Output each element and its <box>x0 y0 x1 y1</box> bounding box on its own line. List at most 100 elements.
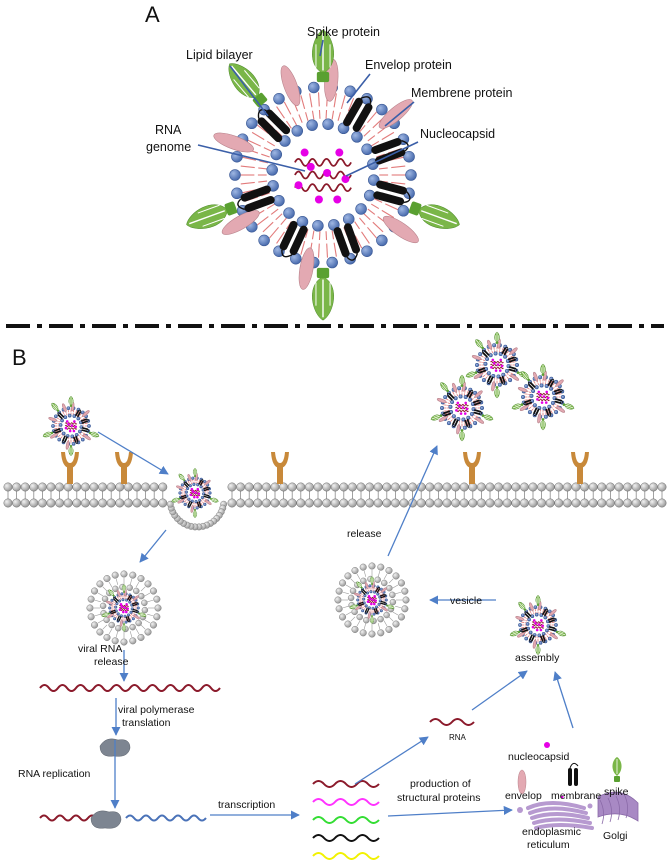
nucleocapsid <box>306 162 315 171</box>
host-receptors <box>61 452 589 484</box>
transcription-label: transcription <box>218 799 275 811</box>
nucleocapsid <box>335 148 344 157</box>
transcript-strand <box>312 852 380 860</box>
envelop-protein-label: Envelop protein <box>365 58 452 72</box>
envelop-protein <box>221 210 260 235</box>
lipid-head <box>361 245 373 257</box>
membrane-protein-icon <box>568 762 579 786</box>
production-label-line1: production of <box>410 778 471 790</box>
rna-strands <box>39 684 475 860</box>
rna-genome <box>294 170 352 180</box>
nucleocapsid <box>341 175 350 184</box>
lipid-head <box>246 117 258 130</box>
virion <box>511 363 575 431</box>
membrane-protein <box>257 109 291 143</box>
spike-protein <box>186 201 238 229</box>
virion <box>430 374 494 442</box>
membrane-protein <box>237 185 275 213</box>
small-virions <box>42 331 575 655</box>
nucleocapsid-dot <box>544 742 550 748</box>
virion <box>101 584 147 632</box>
envelop-protein <box>378 99 413 129</box>
receptor-icon <box>271 452 289 484</box>
lipid-head <box>258 234 270 247</box>
vesicle-label: vesicle <box>450 595 482 607</box>
transcript-strand <box>312 780 380 788</box>
host-cell-membrane <box>3 482 667 531</box>
nucleocapsid <box>300 148 309 157</box>
panel-a-leader-lines <box>197 39 419 177</box>
rna-genome <box>294 157 352 167</box>
lipid-head <box>273 93 285 105</box>
receptor-icon <box>115 452 133 484</box>
lipid-head <box>376 234 388 247</box>
envelop-small-label: envelop <box>505 790 542 802</box>
process-arrows <box>97 431 574 820</box>
spike-protein-label: Spike protein <box>307 25 380 39</box>
membrane-protein-label: Membrene protein <box>411 86 512 100</box>
nucleocapsid-small-label: nucleocapsid <box>508 751 569 763</box>
rna-genome-label-line1: RNA <box>155 123 182 137</box>
rna-genome-label-line2: genome <box>146 140 191 154</box>
receptor-icon <box>463 452 481 484</box>
membrane-protein <box>343 96 373 132</box>
endosome-entry <box>86 570 162 646</box>
lipid-head <box>403 150 415 163</box>
lipid-head <box>397 205 410 217</box>
lipid-head <box>376 103 388 116</box>
lipid-head <box>231 187 243 200</box>
virion <box>186 29 460 321</box>
vesicle-exit <box>334 562 410 638</box>
spike-small-label: spike <box>604 786 629 798</box>
replication-strand-blue <box>125 814 207 822</box>
lipid-head <box>326 256 338 269</box>
golgi-icon <box>597 791 639 825</box>
receptor-icon <box>61 452 79 484</box>
virion <box>509 595 567 655</box>
receptor-icon <box>571 452 589 484</box>
lipid-head <box>405 169 417 181</box>
envelop-protein-icon <box>517 769 527 795</box>
spike-protein <box>312 267 334 321</box>
lipid-head <box>229 169 241 181</box>
envelop-protein <box>213 132 254 153</box>
rna-replication-label: RNA replication <box>18 768 91 780</box>
transcript-strand <box>312 798 380 806</box>
virion <box>171 467 219 519</box>
panel-b-letter: B <box>12 345 27 370</box>
nucleocapsid <box>333 195 342 204</box>
envelop-protein <box>280 65 301 106</box>
panel-a-letter: A <box>145 2 160 27</box>
transcript-strand <box>312 834 380 842</box>
envelop-protein <box>382 215 419 244</box>
viral-polymerase-label-line1: viral polymerase <box>118 704 195 716</box>
er-label-line2: reticulum <box>527 839 570 851</box>
release-label: release <box>347 528 382 540</box>
lipid-bilayer-label: Lipid bilayer <box>186 48 253 62</box>
production-label-line2: structural proteins <box>397 792 480 804</box>
endoplasmic-reticulum-icon <box>517 801 594 830</box>
envelop-protein <box>298 247 315 290</box>
viral-rna-strand <box>39 684 221 692</box>
spike-protein <box>408 201 460 229</box>
viral-rna-release-label-line2: release <box>94 656 129 668</box>
structural-proteins <box>517 742 639 830</box>
er-label-line1: endoplasmic <box>522 826 581 838</box>
virion-structure <box>186 29 460 321</box>
golgi-label: Golgi <box>603 830 628 842</box>
lipid-head <box>308 81 320 94</box>
viral-polymerase-label-line2: translation <box>122 717 171 729</box>
polymerase-on-strand-icon <box>90 810 122 829</box>
nucleocapsid <box>323 168 332 177</box>
nucleocapsid <box>314 195 323 204</box>
endosomes <box>86 562 410 646</box>
membrane-protein <box>373 180 411 206</box>
rna-genome <box>294 183 352 193</box>
nucleocapsid-label: Nucleocapsid <box>420 127 495 141</box>
virion <box>349 576 395 624</box>
spike-protein-icon <box>612 757 622 782</box>
membrane-protein <box>279 220 308 258</box>
assembly-label: assembly <box>515 652 560 664</box>
membrane-protein <box>333 223 361 261</box>
